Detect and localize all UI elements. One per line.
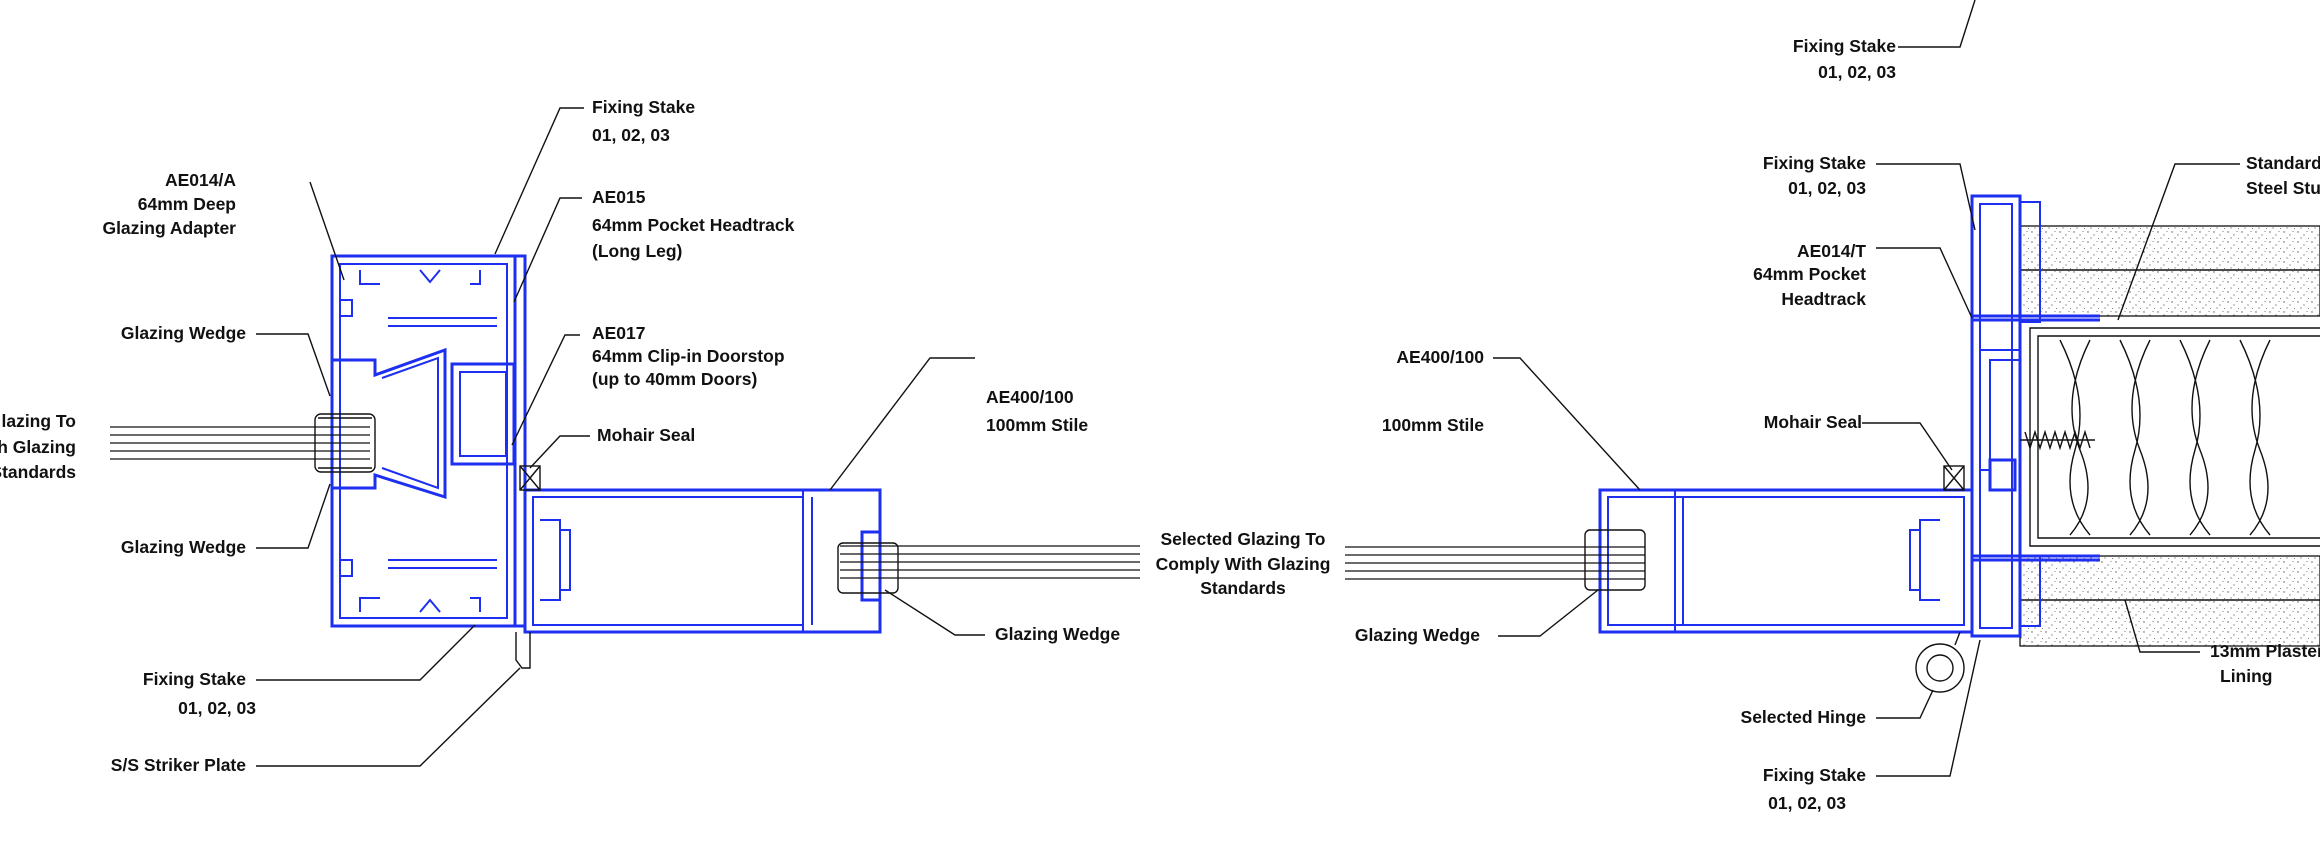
label-fixing-stake-top-left: Fixing Stake [592, 97, 695, 117]
label-glazing-wedge-lower-left: Glazing Wedge [121, 537, 246, 557]
label-standard-stud-partial-2: Steel Stud [2246, 178, 2320, 198]
left-frame-profile [330, 254, 527, 628]
label-glazing-wedge-right-of-stile: Glazing Wedge [995, 624, 1120, 644]
label-ae014t-desc: Headtrack [1781, 289, 1866, 309]
right-leader-lines [1493, 0, 2240, 777]
label-ae017-desc: 64mm Clip-in Doorstop [592, 346, 785, 366]
label-ae400-left-code: AE400/100 [986, 387, 1074, 407]
label-fixing-stake-top-right: Fixing Stake [1793, 36, 1896, 56]
label-lining-partial-1: 13mm Plasterb [2210, 641, 2320, 661]
label-selected-glazing-mid-1: Selected Glazing To [1161, 529, 1326, 549]
hinge-knuckle [1915, 631, 1965, 693]
label-ae014a-size: 64mm Deep [138, 194, 236, 214]
label-ae400-right-desc: 100mm Stile [1382, 415, 1484, 435]
right-stile-glazing [1345, 529, 1646, 591]
label-fixing-stake-top-right-codes: 01, 02, 03 [1818, 62, 1896, 82]
label-ae015-code: AE015 [592, 187, 646, 207]
left-leader-lines [256, 107, 985, 767]
left-door-stile [519, 465, 882, 634]
label-ae014t-size: 64mm Pocket [1753, 264, 1866, 284]
label-fixing-stake-bottom-right-codes: 01, 02, 03 [1768, 793, 1846, 813]
right-wall-boards [2019, 225, 2320, 647]
label-glazing-wedge-upper-left: Glazing Wedge [121, 323, 246, 343]
label-selected-glazing-mid-2: Comply With Glazing [1156, 554, 1331, 574]
label-standard-stud-partial-1: Standard C [2246, 153, 2320, 173]
left-glazing-unit [110, 413, 376, 473]
label-ae015-desc: 64mm Pocket Headtrack [592, 215, 795, 235]
left-stile-glazing [837, 542, 1140, 594]
label-ae017-note: (up to 40mm Doors) [592, 369, 757, 389]
right-frame-profile [1970, 194, 2100, 638]
label-fixing-stake-mid-right-codes: 01, 02, 03 [1788, 178, 1866, 198]
label-fixing-stake-bottom-right: Fixing Stake [1763, 765, 1866, 785]
label-ae014a-desc: Glazing Adapter [102, 218, 236, 238]
label-selected-glazing-mid-3: Standards [1200, 578, 1286, 598]
label-ae014t-code: AE014/T [1797, 241, 1866, 261]
label-fixing-stake-mid-right: Fixing Stake [1763, 153, 1866, 173]
label-selected-hinge: Selected Hinge [1741, 707, 1867, 727]
label-ae400-left-desc: 100mm Stile [986, 415, 1088, 435]
right-steel-stud [2029, 327, 2320, 547]
label-striker-plate: S/S Striker Plate [111, 755, 246, 775]
label-fixing-stake-bottom-left-codes: 01, 02, 03 [178, 698, 256, 718]
label-fixing-stake-bottom-left: Fixing Stake [143, 669, 246, 689]
label-ae015-note: (Long Leg) [592, 241, 682, 261]
label-selected-glazing-left-partial-2: h Glazing [0, 437, 76, 457]
left-striker-plate-shape [515, 632, 531, 669]
label-lining-partial-2: Lining [2220, 666, 2272, 686]
label-fixing-stake-top-left-codes: 01, 02, 03 [592, 125, 670, 145]
label-selected-glazing-left-partial-1: lazing To [1, 411, 76, 431]
label-glazing-wedge-right: Glazing Wedge [1355, 625, 1480, 645]
label-ae017-code: AE017 [592, 323, 646, 343]
label-mohair-seal-left: Mohair Seal [597, 425, 695, 445]
right-door-stile [1598, 465, 1974, 634]
label-ae400-right-code: AE400/100 [1396, 347, 1484, 367]
label-selected-glazing-left-partial-3: Standards [0, 462, 76, 482]
label-ae014a-code: AE014/A [165, 170, 236, 190]
label-mohair-seal-right: Mohair Seal [1764, 412, 1862, 432]
